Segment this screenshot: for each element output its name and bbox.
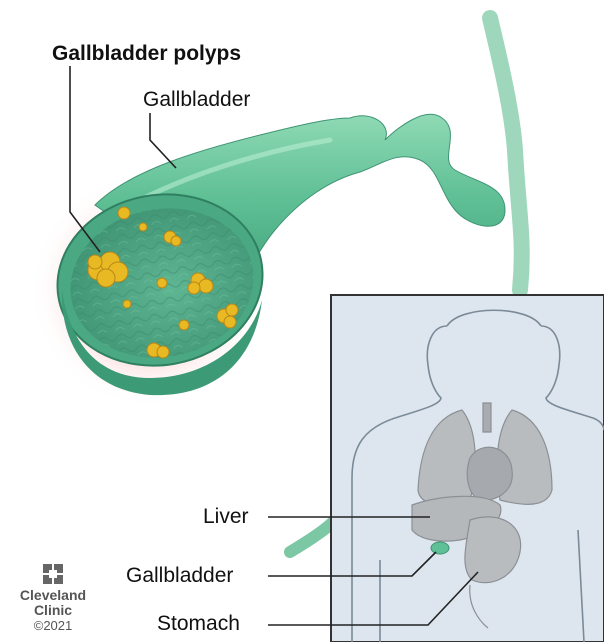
cystic-duct-lower [290, 522, 333, 552]
polyp [157, 278, 167, 288]
polyp [179, 320, 189, 330]
polyp [139, 223, 147, 231]
liver-label: Liver [203, 506, 249, 527]
heart [467, 447, 512, 500]
gallbladder-inset-label: Gallbladder [126, 565, 233, 586]
copyright-text: ©2021 [8, 618, 98, 633]
bile-duct [490, 18, 522, 290]
trachea [483, 403, 491, 432]
stomach-label: Stomach [157, 613, 240, 634]
polyp [123, 300, 131, 308]
cross-logo-icon [42, 563, 64, 585]
polyps-label: Gallbladder polyps [52, 43, 241, 64]
gallbladder-label: Gallbladder [143, 89, 250, 110]
gallbladder-leader-line [150, 113, 176, 168]
inset-gallbladder [431, 542, 449, 554]
cleveland-clinic-logo: Cleveland Clinic ©2021 [8, 563, 98, 633]
logo-line-cleveland: Cleveland [8, 588, 98, 603]
polyp [118, 207, 130, 219]
logo-line-clinic: Clinic [8, 603, 98, 618]
